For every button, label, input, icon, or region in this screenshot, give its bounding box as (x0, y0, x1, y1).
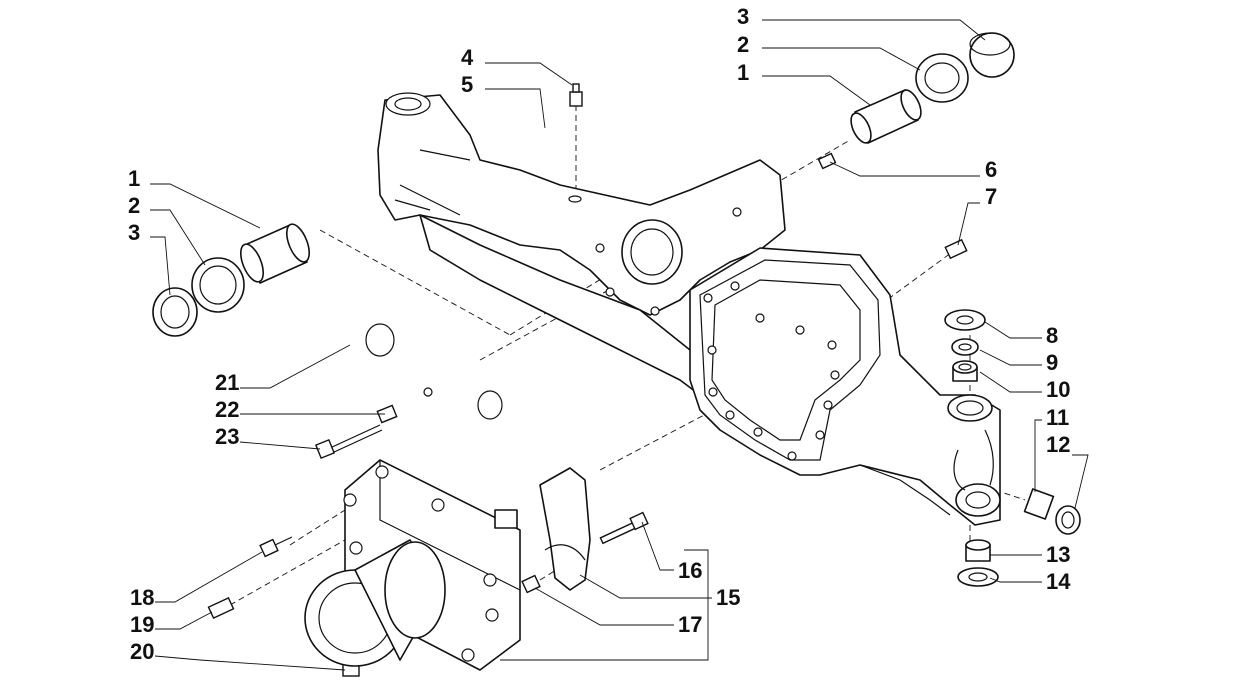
callout-19: 19 (130, 612, 154, 637)
callout-10: 10 (1046, 377, 1070, 402)
callout-labels: 3 2 1 4 5 6 7 1 2 3 8 9 10 11 12 21 22 2… (128, 4, 1071, 664)
callout-11: 11 (1046, 405, 1069, 430)
bolts-left (207, 404, 649, 677)
callout-6: 6 (985, 157, 997, 182)
callout-17: 17 (678, 612, 702, 637)
leader-lines (150, 19, 1089, 671)
callout-13: 13 (1046, 542, 1070, 567)
callout-1-left: 1 (128, 166, 140, 191)
callout-20: 20 (130, 639, 154, 664)
fittings (569, 83, 968, 260)
top-right-bushings (850, 32, 1015, 144)
callout-4: 4 (461, 45, 474, 70)
hub-housing (304, 459, 521, 671)
callout-21: 21 (215, 370, 239, 395)
clamp-half (539, 467, 591, 591)
differential-housing (689, 247, 1001, 526)
callout-12: 12 (1046, 432, 1070, 457)
callout-2-left: 2 (128, 193, 140, 218)
callout-22: 22 (215, 397, 239, 422)
callout-2-top: 2 (737, 32, 749, 57)
callout-7: 7 (985, 184, 997, 209)
callout-15: 15 (716, 585, 740, 610)
callout-3-top: 3 (737, 4, 749, 29)
callout-1-top: 1 (737, 60, 749, 85)
callout-9: 9 (1046, 350, 1058, 375)
callout-3-left: 3 (128, 220, 140, 245)
left-bushings (152, 223, 311, 337)
right-washers (944, 309, 1081, 587)
callout-14: 14 (1046, 569, 1071, 594)
callout-18: 18 (130, 585, 154, 610)
axle-beam (377, 92, 786, 396)
callout-23: 23 (215, 424, 239, 449)
callout-16: 16 (678, 558, 702, 583)
callout-8: 8 (1046, 323, 1058, 348)
flange-bolt-holes (703, 281, 840, 461)
bracket (365, 323, 503, 420)
callout-5: 5 (461, 72, 473, 97)
